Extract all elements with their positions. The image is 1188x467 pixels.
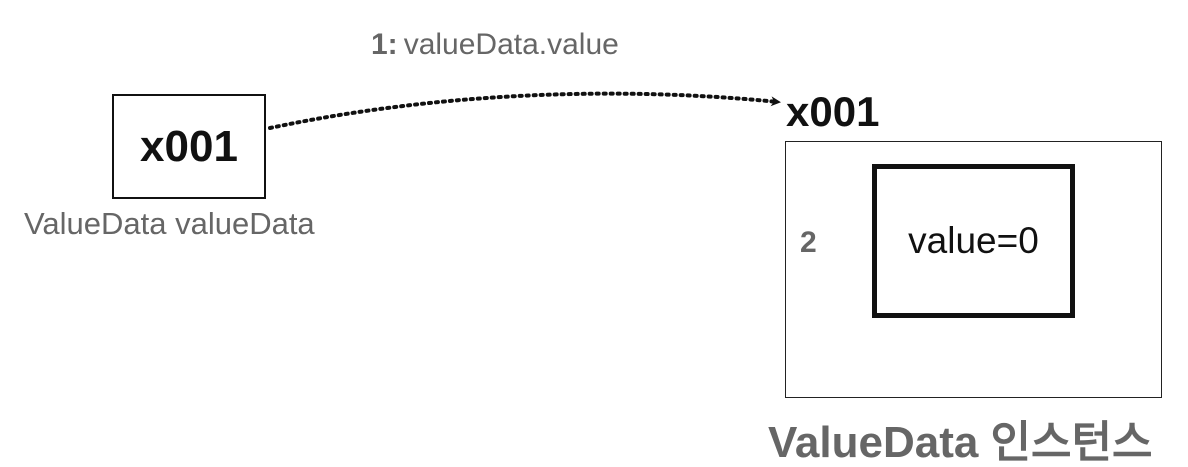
step1-text: valueData.value [403, 28, 619, 61]
step1-label: 1:valueData.value [371, 28, 619, 62]
variable-label: ValueData valueData [24, 206, 315, 241]
variable-box: x001 [112, 94, 266, 199]
variable-value: x001 [140, 121, 238, 171]
field-box: value=0 [872, 164, 1075, 318]
instance-reference: x001 [786, 88, 880, 135]
field-value: value=0 [908, 220, 1039, 261]
instance-label: ValueData 인스턴스 [768, 418, 1153, 467]
step1-arrow [268, 91, 781, 130]
step1-number: 1: [371, 28, 398, 61]
step2-label: 2 [800, 226, 817, 259]
